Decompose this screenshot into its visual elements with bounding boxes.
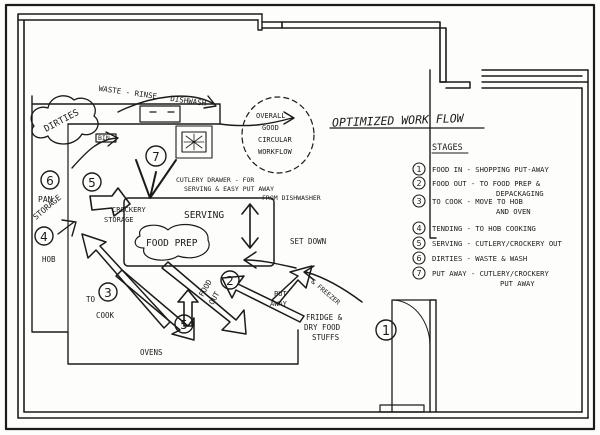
arrow-freezer <box>303 265 363 303</box>
svg-text:2: 2 <box>416 179 421 188</box>
page-border <box>4 3 596 431</box>
svg-text:7: 7 <box>416 269 421 278</box>
svg-text:4: 4 <box>40 230 48 244</box>
svg-text:DIRTIES - WASTE & WASH: DIRTIES - WASTE & WASH <box>432 254 527 263</box>
label-overall-1: OVERALL <box>256 112 286 120</box>
svg-text:2: 2 <box>226 274 234 288</box>
svg-text:FOOD IN - SHOPPING PUT-AWAY: FOOD IN - SHOPPING PUT-AWAY <box>432 165 550 174</box>
stage-5: 5 SERVING - CUTLERY/CROCKERY OUT <box>412 236 562 250</box>
marker-1: 1 <box>375 319 397 341</box>
arrow-crockery <box>89 187 131 217</box>
label-fridge-1: FRIDGE & <box>306 313 343 322</box>
svg-text:6: 6 <box>416 254 421 263</box>
svg-text:PUT AWAY - CUTLERY/CROCKERY: PUT AWAY - CUTLERY/CROCKERY <box>432 269 550 278</box>
arrow-food-in-fridge <box>221 275 305 323</box>
svg-text:1: 1 <box>382 324 390 339</box>
svg-text:PUT AWAY: PUT AWAY <box>500 279 535 288</box>
stages-heading: STAGES <box>432 143 463 153</box>
workflow-note-bubble <box>241 96 315 174</box>
svg-text:FOOD OUT - TO FOOD PREP &: FOOD OUT - TO FOOD PREP & <box>432 179 541 188</box>
arrow-overall-flow <box>219 111 295 127</box>
svg-text:1: 1 <box>416 165 421 174</box>
stage-6: 6 DIRTIES - WASTE & WASH <box>412 251 527 265</box>
walls <box>17 13 589 419</box>
svg-text:7: 7 <box>152 150 160 164</box>
stages-legend: STAGES 1 FOOD IN - SHOPPING PUT-AWAY 2 F… <box>412 143 562 288</box>
label-food-out-2: OUT <box>207 290 222 307</box>
label-cutlery-1: CUTLERY DRAWER - FOR <box>176 176 254 184</box>
marker-3: 3 <box>98 282 118 302</box>
svg-text:5: 5 <box>88 176 96 190</box>
arrow-put-away-fridge <box>271 265 313 305</box>
stage-1: 1 FOOD IN - SHOPPING PUT-AWAY <box>412 162 550 176</box>
label-freezer: & FREEZER <box>310 278 342 307</box>
svg-text:3: 3 <box>104 286 112 300</box>
label-set-down: SET DOWN <box>290 237 326 246</box>
arrow-to-island-7 <box>135 159 177 199</box>
label-crockery-1: CROCKERY <box>112 206 147 214</box>
label-to-cook-1: TO <box>86 295 96 304</box>
arrow-hob-to-oven <box>115 269 195 341</box>
label-crockery-2: STORAGE <box>104 216 134 224</box>
stage-2: 2 FOOD OUT - TO FOOD PREP & DEPACKAGING <box>412 176 544 198</box>
svg-text:SERVING - CUTLERY/CROCKERY OUT: SERVING - CUTLERY/CROCKERY OUT <box>432 239 562 248</box>
svg-text:3: 3 <box>416 197 421 206</box>
arrow-put-away <box>117 95 217 113</box>
marker-2: 2 <box>220 270 240 290</box>
label-overall-2: GOOD <box>262 124 279 132</box>
label-hob: HOB <box>42 255 56 264</box>
arrow-to-cook <box>81 233 171 329</box>
label-fridge-2: DRY FOOD <box>304 323 341 332</box>
label-overall-4: WORKFLOW <box>258 148 293 156</box>
label-food-prep: FOOD PREP <box>146 238 198 249</box>
marker-6: 6 <box>40 170 60 190</box>
dirties-cloud <box>30 95 99 145</box>
arrow-food-up <box>177 289 199 327</box>
label-to-cook-2: COOK <box>96 311 115 320</box>
stage-4: 4 TENDING - TO HOB COOKING <box>412 221 536 235</box>
svg-text:5: 5 <box>180 318 188 332</box>
svg-text:DEPACKAGING: DEPACKAGING <box>496 189 544 198</box>
marker-7: 7 <box>145 145 167 167</box>
svg-text:TO COOK - MOVE TO HOB: TO COOK - MOVE TO HOB <box>432 197 523 206</box>
marker-4: 4 <box>34 226 54 246</box>
svg-text:TENDING - TO HOB COOKING: TENDING - TO HOB COOKING <box>432 224 536 233</box>
arrow-dirties-flow <box>71 131 119 169</box>
arrow-set-down <box>243 251 297 269</box>
workflow-arrows <box>57 95 363 341</box>
arrow-tending <box>57 219 77 237</box>
worktops <box>31 95 299 365</box>
arrow-serving-double <box>241 203 259 249</box>
label-bin: BIN <box>98 134 110 142</box>
svg-text:AND OVEN: AND OVEN <box>496 207 531 216</box>
svg-text:4: 4 <box>416 224 421 233</box>
island <box>123 197 275 267</box>
marker-5a: 5 <box>82 172 102 192</box>
svg-text:5: 5 <box>416 239 421 248</box>
title: OPTIMIZED WORK FLOW <box>332 111 465 130</box>
label-cutlery-2: SERVING & EASY PUT AWAY <box>184 185 274 193</box>
label-put-away-1: PUT <box>274 290 287 298</box>
svg-text:6: 6 <box>46 174 54 188</box>
label-ovens: OVENS <box>140 348 163 357</box>
stage-3: 3 TO COOK - MOVE TO HOB AND OVEN <box>412 194 531 216</box>
arrow-food-out <box>161 261 247 335</box>
label-put-away-2: AWAY <box>270 300 288 308</box>
marker-5b: 5 <box>174 314 194 334</box>
door <box>379 299 431 413</box>
label-overall-3: CIRCULAR <box>258 136 293 144</box>
stage-7: 7 PUT AWAY - CUTLERY/CROCKERY PUT AWAY <box>412 266 550 288</box>
label-fridge-3: STUFFS <box>312 333 340 342</box>
label-dirties: DIRTIES <box>43 108 81 135</box>
label-pan-1: PAN <box>38 195 53 204</box>
label-cutlery-3: FROM DISHWASHER <box>262 194 321 202</box>
label-serving: SERVING <box>184 210 224 221</box>
